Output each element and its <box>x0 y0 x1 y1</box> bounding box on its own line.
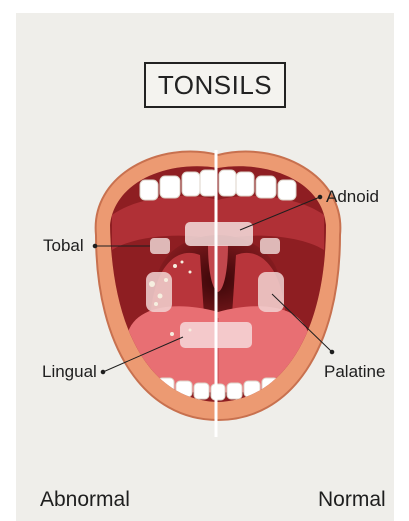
label-adnoid: Adnoid <box>326 187 379 207</box>
label-palatine: Palatine <box>324 362 385 382</box>
tobal-tonsil-right <box>260 238 280 254</box>
palatine-tonsil-left <box>146 272 172 312</box>
adnoid-tonsil <box>185 222 253 246</box>
label-lingual: Lingual <box>42 362 97 382</box>
tobal-tonsil-left <box>150 238 170 254</box>
label-tobal: Tobal <box>43 236 84 256</box>
side-label-normal: Normal <box>318 488 386 512</box>
side-label-abnormal: Abnormal <box>40 488 130 512</box>
palatine-tonsil-right <box>258 272 284 312</box>
